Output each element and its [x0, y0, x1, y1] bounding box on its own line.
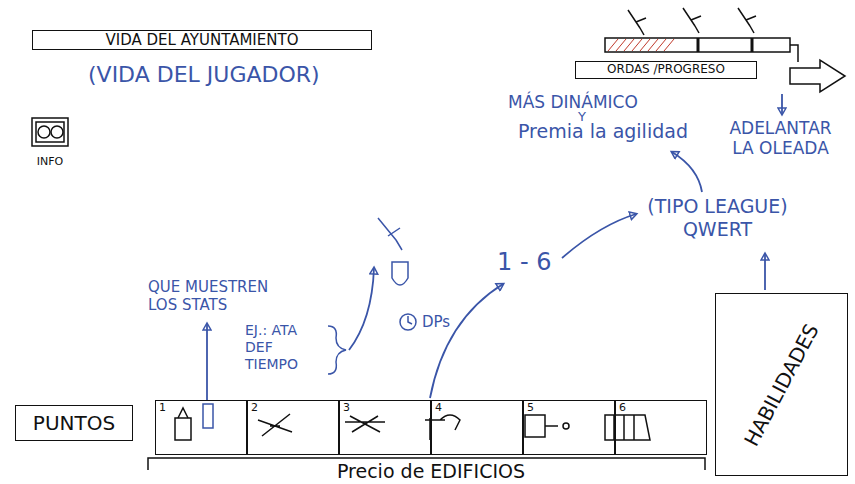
box-text: 5 — [527, 402, 534, 414]
annotation-note: 1 - 6 — [497, 248, 567, 277]
annotation-note: EJ.: ATA DEF TIEMPO — [245, 322, 325, 372]
box-text: INFO — [37, 156, 63, 168]
sword-icons — [628, 8, 756, 35]
building-slot: 4 — [431, 400, 523, 455]
box-text: 4 — [435, 402, 442, 414]
building-slot: 1 — [155, 400, 247, 455]
annotation-note: (VIDA DEL JUGADOR) — [88, 62, 368, 88]
box-text: Precio de EDIFICIOS — [337, 461, 525, 482]
wave-progress-bar — [605, 38, 845, 92]
ui-box: ORDAS /PROGRESO — [575, 61, 757, 79]
annotation-note: (TIPO LEAGUE) QWERT — [635, 195, 800, 241]
box-text: PUNTOS — [33, 412, 115, 434]
box-text: 6 — [619, 402, 626, 414]
building-slot: 2 — [247, 400, 339, 455]
box-text: 1 — [159, 402, 166, 414]
annotation-note: QUE MUESTREN LOS STATS — [148, 278, 283, 314]
skills-panel: HABILIDADES — [715, 293, 848, 476]
ui-box: VIDA DEL AYUNTAMIENTO — [32, 30, 372, 50]
building-slot: 3 — [339, 400, 431, 455]
annotation-note: MÁS DINÁMICO — [508, 92, 678, 112]
info-icon — [32, 118, 68, 146]
stat-icons — [328, 218, 416, 374]
ui-box: Precio de EDIFICIOS 1 2 3 4 5 6 — [155, 400, 707, 482]
annotation-note: ADELANTAR LA OLEADA — [718, 118, 843, 159]
annotation-note: DPs — [422, 313, 467, 331]
box-text: HABILIDADES — [740, 320, 823, 449]
ui-box: INFO — [26, 116, 74, 168]
annotation-arrows — [207, 94, 782, 400]
annotation-note: Premia la agilidad — [518, 120, 718, 143]
box-text: 2 — [251, 402, 258, 414]
building-slot: 5 — [523, 400, 615, 455]
box-text: VIDA DEL AYUNTAMIENTO — [106, 32, 299, 49]
building-slot: 6 — [615, 400, 707, 455]
box-text: ORDAS /PROGRESO — [607, 63, 725, 76]
box-text: 3 — [343, 402, 350, 414]
ui-box: PUNTOS — [15, 405, 133, 441]
